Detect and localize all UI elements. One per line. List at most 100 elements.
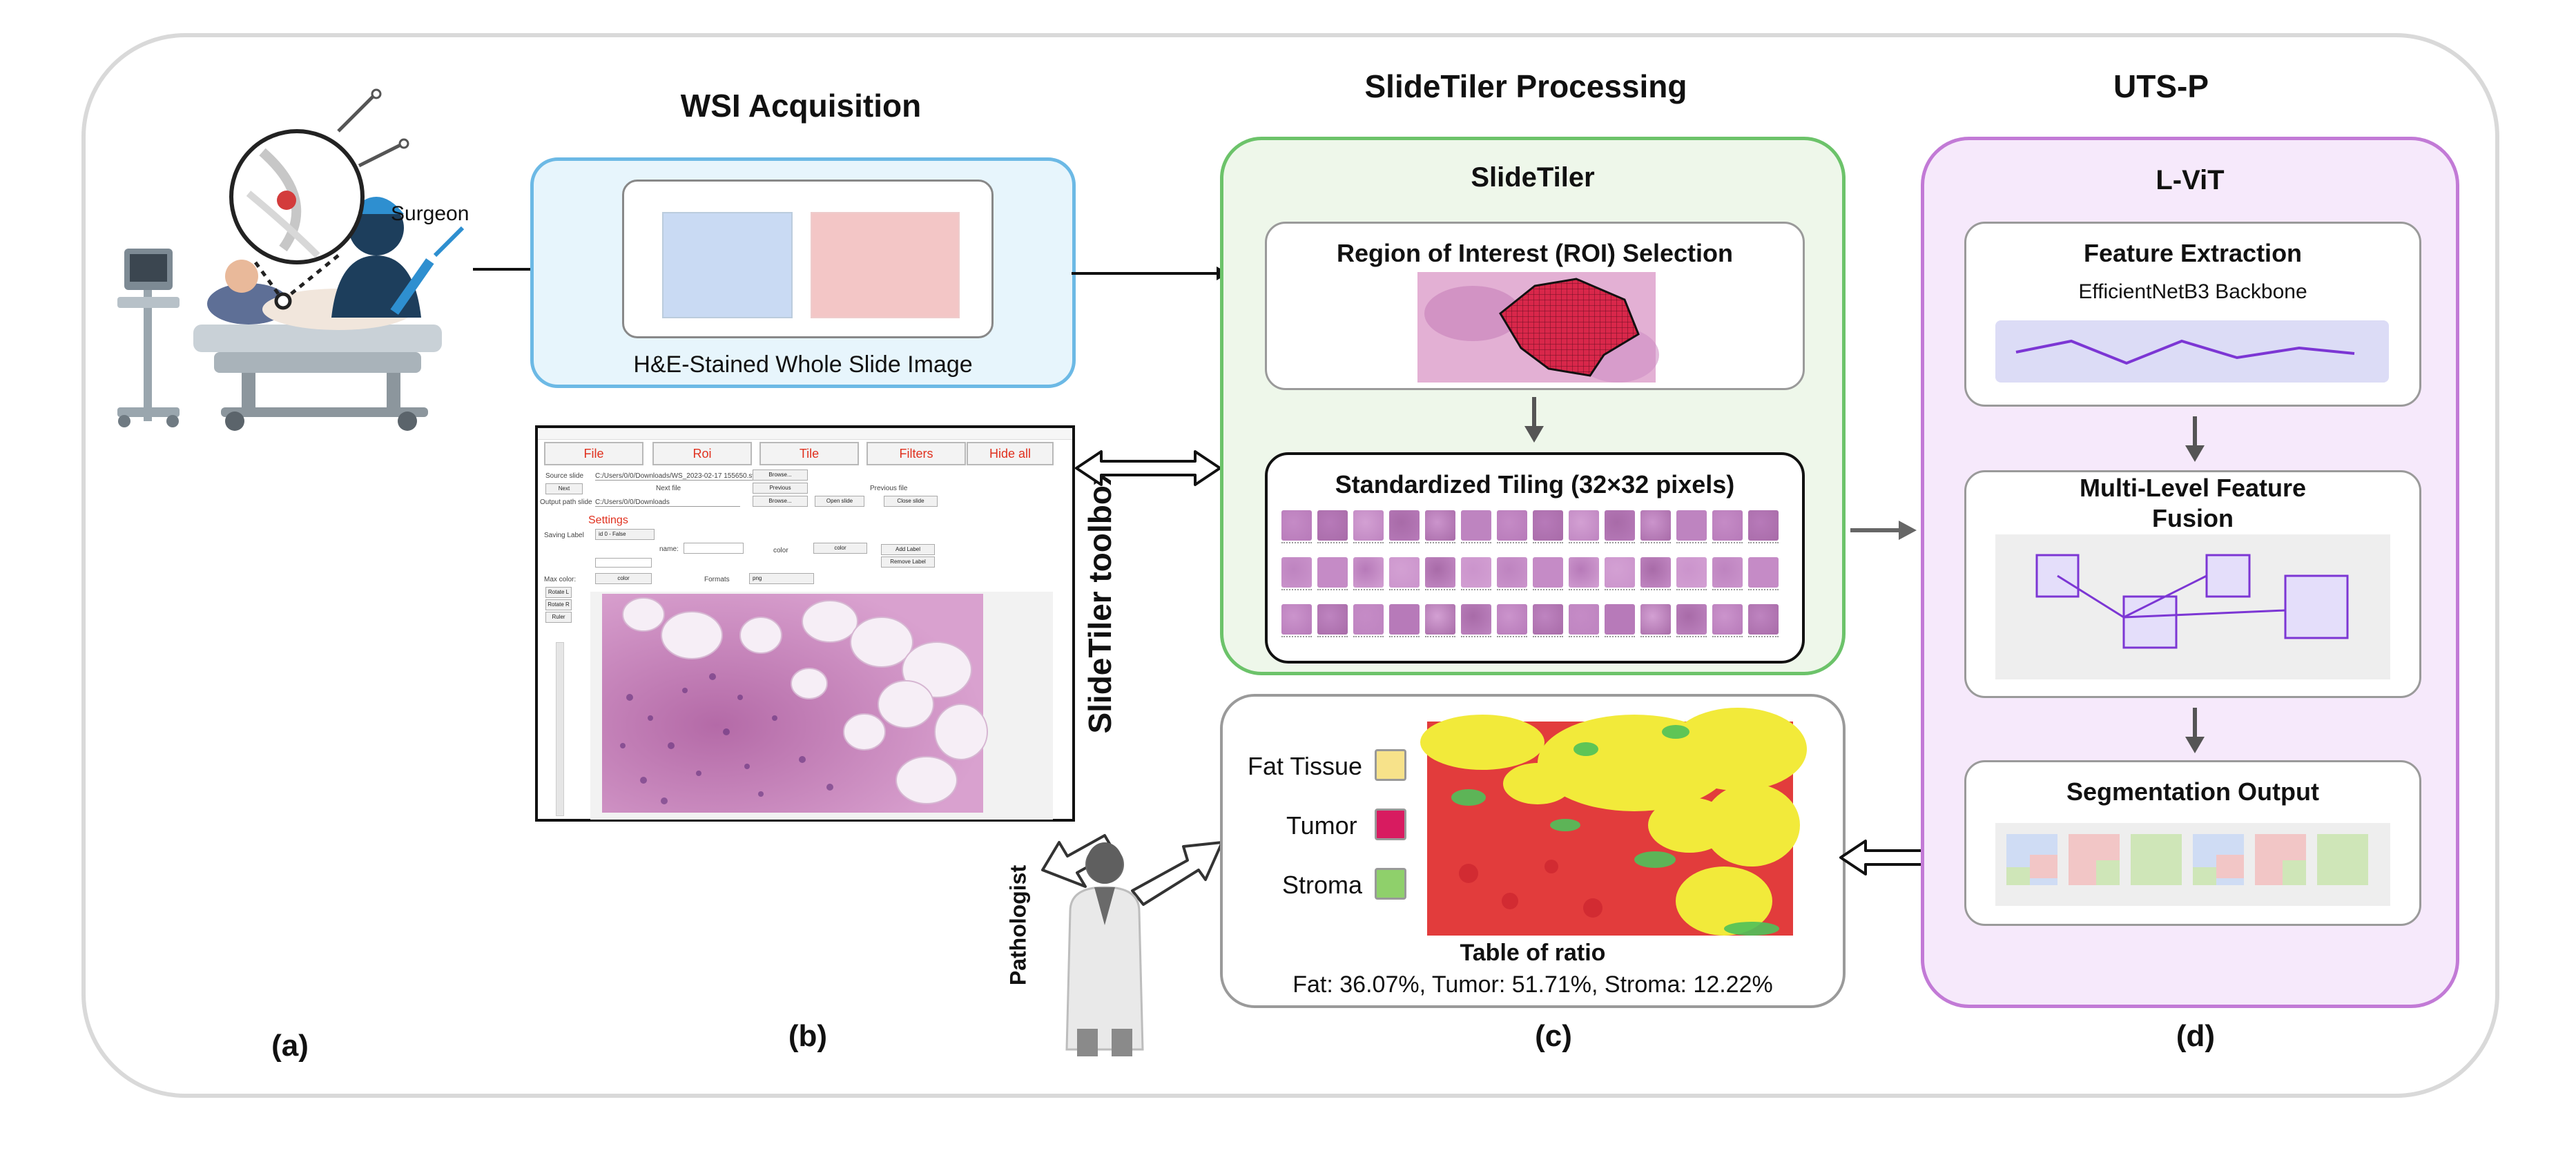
tile-caption bbox=[1317, 636, 1348, 643]
next-file-label: Next file bbox=[656, 485, 681, 492]
saving-label-select[interactable]: id 0 - False bbox=[595, 529, 655, 540]
previous-button[interactable]: Previous bbox=[753, 483, 808, 494]
tile-caption bbox=[1317, 589, 1348, 596]
format-select[interactable]: png bbox=[749, 573, 814, 584]
roi-image bbox=[1417, 272, 1659, 383]
tile-caption bbox=[1425, 542, 1455, 549]
tile bbox=[1317, 510, 1348, 541]
toolbox-tile-button[interactable]: Tile bbox=[759, 442, 859, 465]
tile bbox=[1605, 604, 1635, 635]
open-slide-button[interactable]: Open slide bbox=[815, 496, 864, 507]
tile bbox=[1425, 557, 1455, 588]
heading-uts-p: UTS-P bbox=[2113, 68, 2209, 104]
tile bbox=[1640, 557, 1671, 588]
pathologist-illustration bbox=[1041, 834, 1223, 1056]
double-arrow-toolbox-slidetiler bbox=[1075, 450, 1221, 486]
next-button[interactable]: Next bbox=[545, 483, 583, 494]
browse-output-button[interactable]: Browse... bbox=[753, 496, 808, 507]
zoom-slider[interactable] bbox=[556, 642, 564, 816]
tile-caption bbox=[1640, 589, 1671, 596]
rotate-right-button[interactable]: Rotate R bbox=[545, 599, 572, 610]
tile-caption bbox=[1281, 542, 1312, 549]
tile-caption bbox=[1461, 589, 1491, 596]
roi-title: Region of Interest (ROI) Selection bbox=[1336, 239, 1734, 267]
ruler-button[interactable]: Ruler bbox=[545, 612, 572, 623]
pathologist-icon bbox=[1065, 842, 1144, 1056]
tile-caption bbox=[1605, 589, 1635, 596]
tile bbox=[1676, 604, 1707, 635]
tile bbox=[1533, 604, 1563, 635]
toolbox-titlebar bbox=[538, 428, 1072, 440]
whole-slide-frame bbox=[622, 180, 994, 338]
source-slide-path[interactable]: C:/Users/0/0/Downloads/WS_2023-02-17 155… bbox=[595, 472, 761, 481]
rotate-left-button[interactable]: Rotate L bbox=[545, 587, 572, 598]
tile-caption bbox=[1425, 636, 1455, 643]
tile bbox=[1461, 510, 1491, 541]
tile-caption bbox=[1353, 542, 1384, 549]
toolbox-histology-image[interactable] bbox=[602, 594, 988, 813]
add-label-button[interactable]: Add Label bbox=[881, 544, 935, 555]
toolbox-file-button[interactable]: File bbox=[544, 442, 643, 465]
tile-caption bbox=[1353, 589, 1384, 596]
browse-source-button[interactable]: Browse... bbox=[753, 470, 808, 481]
tile bbox=[1461, 604, 1491, 635]
tile-caption bbox=[1317, 542, 1348, 549]
tile-caption bbox=[1497, 636, 1527, 643]
tile bbox=[1569, 510, 1599, 541]
tile bbox=[1353, 604, 1384, 635]
heading-slidetiler-processing: SlideTiler Processing bbox=[1364, 68, 1687, 104]
arrow-roi-to-tiling bbox=[1524, 397, 1544, 443]
wsi-caption: H&E-Stained Whole Slide Image bbox=[633, 351, 973, 378]
lvit-title: L-ViT bbox=[2156, 165, 2225, 195]
toolbox-hide-all-button[interactable]: Hide all bbox=[967, 442, 1054, 465]
output-path-value[interactable]: C:/Users/0/0/Downloads bbox=[595, 499, 740, 507]
tile bbox=[1533, 557, 1563, 588]
table-of-ratio-title: Table of ratio bbox=[1460, 940, 1606, 966]
tile-caption bbox=[1533, 542, 1563, 549]
tile-caption bbox=[1389, 636, 1420, 643]
ratio-panel: Fat Tissue Tumor Stroma Table of ratio F… bbox=[1220, 694, 1846, 1008]
tile bbox=[1712, 557, 1743, 588]
wsi-acquisition-box: H&E-Stained Whole Slide Image bbox=[530, 157, 1076, 388]
toolbox-filters-button[interactable]: Filters bbox=[866, 442, 966, 465]
tile-caption bbox=[1533, 589, 1563, 596]
tile bbox=[1317, 604, 1348, 635]
lvit-box: L-ViT Feature Extraction EfficientNetB3 … bbox=[1921, 137, 2459, 1008]
tile-caption bbox=[1640, 636, 1671, 643]
tile bbox=[1317, 557, 1348, 588]
id-input[interactable] bbox=[595, 558, 652, 568]
toolbox-roi-button[interactable]: Roi bbox=[652, 442, 752, 465]
feature-extraction-title: Feature Extraction bbox=[2083, 239, 2303, 267]
legend-fat-swatch bbox=[1375, 749, 1406, 781]
toolbox-vertical-label: SlideTiler toolbox bbox=[1082, 467, 1118, 734]
fusion-title-line2: Fusion bbox=[2152, 504, 2234, 532]
tile-caption bbox=[1461, 542, 1491, 549]
tile-caption bbox=[1748, 542, 1779, 549]
tile bbox=[1569, 557, 1599, 588]
format-label: Formats bbox=[704, 576, 730, 583]
legend-tumor-label: Tumor bbox=[1286, 811, 1357, 840]
tile bbox=[1281, 557, 1312, 588]
panel-label-c: (c) bbox=[1535, 1019, 1572, 1053]
name-input[interactable] bbox=[684, 543, 744, 554]
fusion-box: Multi-Level Feature Fusion bbox=[1964, 470, 2421, 698]
tile-caption bbox=[1281, 589, 1312, 596]
tile-caption bbox=[1748, 589, 1779, 596]
panel-label-a: (a) bbox=[271, 1029, 309, 1063]
tile-caption bbox=[1497, 589, 1527, 596]
remove-label-button[interactable]: Remove Label bbox=[881, 557, 935, 568]
close-slide-button[interactable]: Close slide bbox=[884, 496, 938, 507]
outer-frame bbox=[81, 33, 2499, 1098]
tile-caption bbox=[1676, 636, 1707, 643]
tiling-title: Standardized Tiling (32×32 pixels) bbox=[1335, 470, 1735, 499]
panel-label-d: (d) bbox=[2176, 1019, 2216, 1053]
max-color-button[interactable]: color bbox=[595, 573, 652, 584]
feature-extraction-box: Feature Extraction EfficientNetB3 Backbo… bbox=[1964, 222, 2421, 407]
tile-caption bbox=[1712, 589, 1743, 596]
tile bbox=[1712, 604, 1743, 635]
segmentation-tiles-graphic bbox=[1995, 823, 2390, 906]
legend-tumor-swatch bbox=[1375, 809, 1406, 840]
color-picker-button[interactable]: color bbox=[813, 543, 867, 554]
tile-grid bbox=[1281, 510, 1792, 655]
tile bbox=[1389, 510, 1420, 541]
